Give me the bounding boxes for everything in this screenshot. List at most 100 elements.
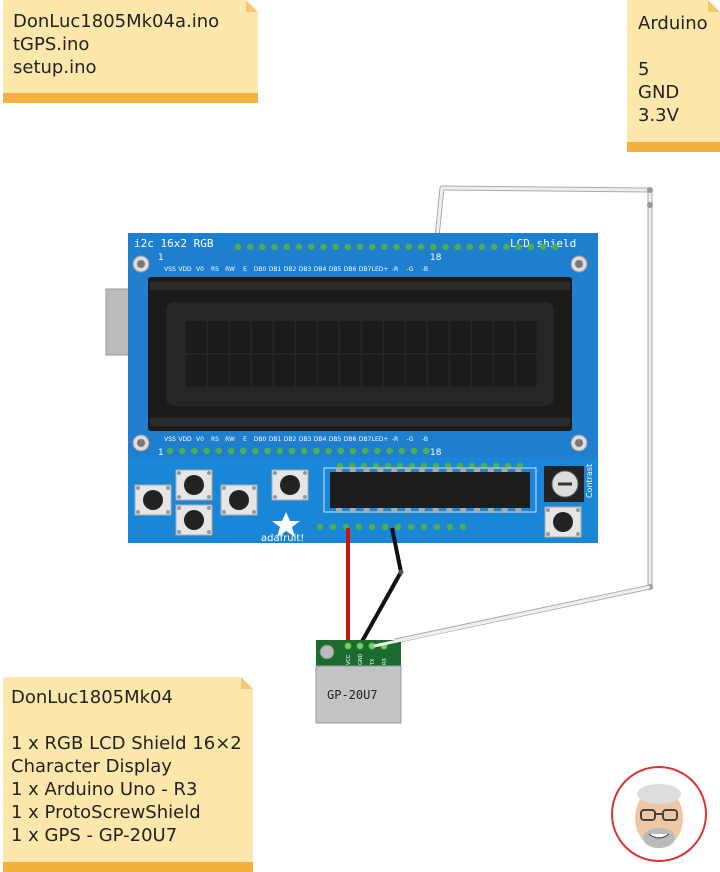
pin-label: -B bbox=[422, 436, 428, 443]
header-pin bbox=[288, 447, 296, 455]
author-avatar bbox=[611, 766, 707, 862]
pin-label: LED+ bbox=[372, 436, 389, 443]
contrast-label: Contrast bbox=[585, 464, 594, 498]
header-pin bbox=[405, 243, 412, 251]
note-fold bbox=[708, 0, 720, 12]
header-pin bbox=[325, 447, 332, 455]
ic-pin bbox=[432, 508, 439, 513]
lcd-cell bbox=[252, 354, 273, 387]
ic-pin bbox=[460, 508, 467, 513]
lcd-screen bbox=[166, 302, 554, 406]
lcd-character-grid bbox=[186, 321, 537, 387]
lcd-cell bbox=[450, 321, 471, 353]
lcd-cell bbox=[208, 321, 229, 353]
ic-pin bbox=[349, 467, 356, 472]
ic-pin bbox=[377, 467, 384, 472]
push-button[interactable] bbox=[134, 484, 172, 516]
push-button[interactable] bbox=[175, 504, 213, 536]
pin-label: V0 bbox=[196, 436, 204, 443]
header-pin bbox=[215, 447, 222, 455]
ic-pin bbox=[391, 467, 398, 472]
header-pin bbox=[381, 243, 388, 251]
header-pin bbox=[430, 243, 437, 251]
ic-pin bbox=[405, 467, 411, 472]
bottom-pin-header bbox=[166, 447, 430, 455]
lcd-cell bbox=[208, 354, 229, 387]
lcd-cell bbox=[318, 321, 339, 353]
note-text-arduino: Arduino 5 GND 3.3V bbox=[638, 13, 708, 126]
header-pin bbox=[491, 243, 498, 251]
header-pin bbox=[234, 243, 242, 251]
ic-pin bbox=[377, 508, 384, 513]
header-pin bbox=[369, 243, 376, 251]
lcd-bezel-top bbox=[150, 282, 570, 290]
push-button[interactable] bbox=[175, 469, 213, 501]
header-pin bbox=[552, 243, 559, 251]
header-pin bbox=[240, 447, 247, 455]
pin-label: DB4 bbox=[314, 266, 327, 273]
lcd-cell bbox=[318, 354, 339, 387]
wire-black bbox=[358, 527, 403, 646]
header-pin bbox=[374, 447, 381, 455]
header-pin bbox=[166, 447, 174, 455]
pin-label: DB1 bbox=[269, 266, 282, 273]
gps-pin-label: VCC bbox=[346, 654, 352, 665]
pin-label: -G bbox=[406, 266, 413, 273]
push-button[interactable] bbox=[220, 484, 258, 516]
lcd-cell bbox=[230, 321, 251, 353]
lcd-cell bbox=[274, 321, 295, 353]
gps-pin bbox=[356, 642, 364, 650]
header-pin bbox=[320, 243, 327, 251]
header-pin bbox=[407, 523, 415, 531]
ic-chip bbox=[330, 472, 530, 508]
lcd-cell bbox=[252, 321, 273, 353]
header-pin bbox=[203, 447, 210, 455]
ic-pins bbox=[336, 467, 522, 513]
push-button[interactable] bbox=[544, 506, 582, 538]
pin-label: V0 bbox=[196, 266, 204, 273]
lcd-cell bbox=[362, 321, 383, 353]
pin18-label-bottom: 18 bbox=[430, 448, 442, 458]
note-fold bbox=[246, 0, 258, 12]
header-pin bbox=[252, 447, 259, 455]
gps-pin-label: GND bbox=[358, 653, 364, 665]
lcd-cell bbox=[274, 354, 295, 387]
push-button[interactable] bbox=[271, 469, 309, 501]
ic-pin bbox=[501, 467, 508, 472]
pin-label: VSS bbox=[164, 266, 176, 273]
header-pin bbox=[355, 523, 363, 531]
pin-label: DB3 bbox=[299, 266, 312, 273]
ic-pin bbox=[405, 508, 411, 513]
lcd-cell bbox=[384, 321, 405, 353]
header-pin bbox=[316, 523, 324, 531]
header-pin bbox=[362, 447, 369, 455]
pin-label: VDD bbox=[178, 436, 192, 443]
pin-label: -B bbox=[422, 266, 428, 273]
header-pin bbox=[227, 447, 235, 455]
pin1-label-top: 1 bbox=[158, 253, 164, 263]
brand-label: adafruit! bbox=[261, 533, 304, 544]
lcd-cell bbox=[472, 321, 493, 353]
mounting-hole-center bbox=[575, 439, 583, 447]
header-pin bbox=[329, 523, 337, 531]
note-text-files: DonLuc1805Mk04a.ino tGPS.ino setup.ino bbox=[13, 11, 220, 78]
ic-pin bbox=[501, 508, 508, 513]
ic-pin bbox=[432, 467, 439, 472]
lcd-cell bbox=[362, 354, 383, 387]
button-cluster bbox=[134, 469, 582, 538]
pin-label: DB0 bbox=[254, 266, 267, 273]
pin18-label-top: 18 bbox=[430, 253, 442, 263]
header-pin bbox=[459, 523, 467, 531]
header-pin bbox=[454, 243, 461, 251]
lcd-cell bbox=[296, 321, 317, 353]
mounting-hole-center bbox=[575, 260, 583, 268]
header-pin bbox=[393, 243, 400, 251]
pin-label: DB0 bbox=[254, 436, 267, 443]
ic-pin bbox=[446, 467, 453, 472]
gps-pin bbox=[344, 642, 352, 650]
header-pin bbox=[349, 447, 357, 455]
pin-label: E bbox=[243, 436, 247, 443]
ic-pin bbox=[460, 467, 467, 472]
header-pin bbox=[308, 243, 315, 251]
